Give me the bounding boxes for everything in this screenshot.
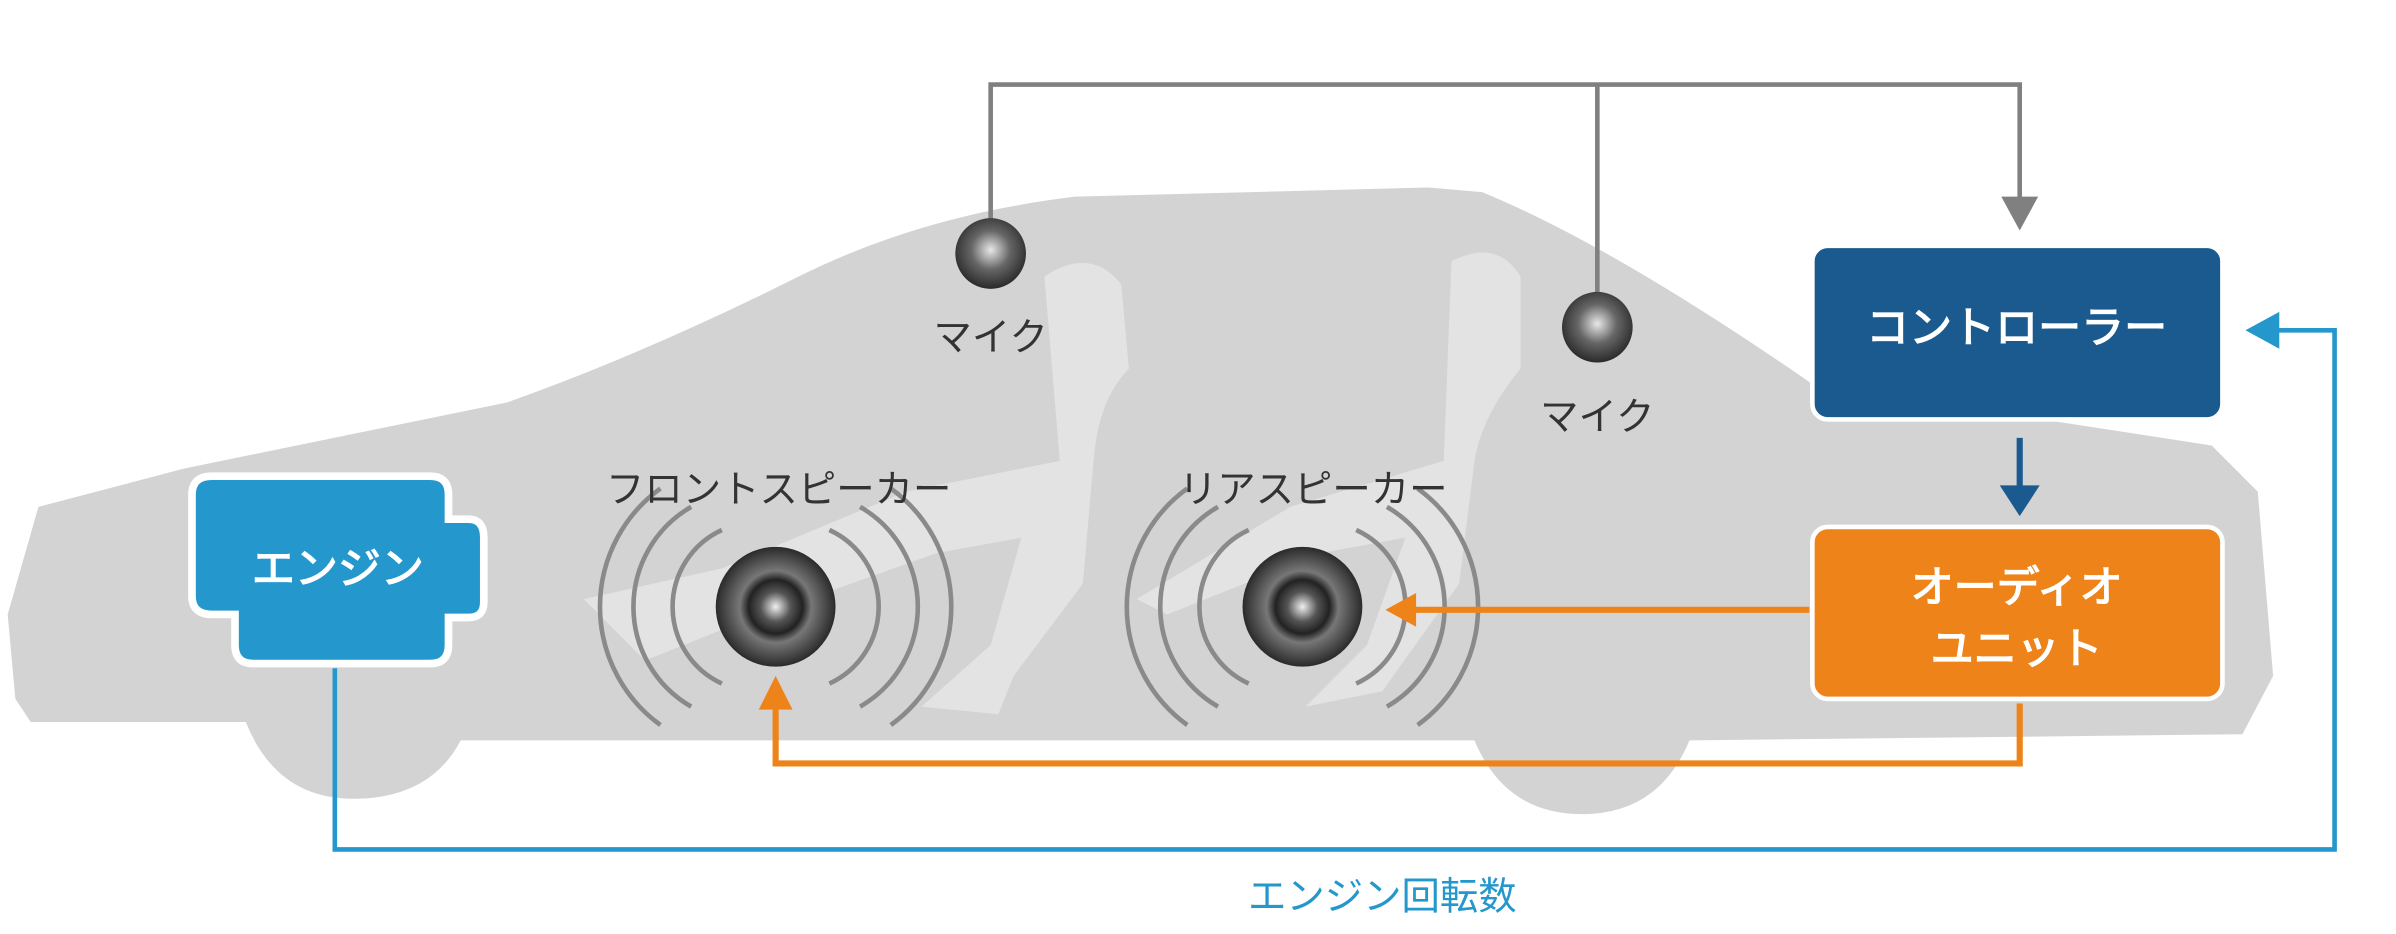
front-speaker-arrowhead xyxy=(758,675,793,710)
front-speaker-icon xyxy=(715,546,836,667)
mic-signal-lines xyxy=(988,82,2023,295)
front-speaker-waves xyxy=(597,486,954,727)
audio-unit-label-line1: オーディオ xyxy=(1911,563,2123,613)
rear-speaker-arrowhead xyxy=(1385,592,1417,627)
mic-rear-label: マイク xyxy=(1540,395,1654,440)
rear-speaker-label: リアスピーカー xyxy=(1179,467,1448,512)
mic-arrowhead xyxy=(2001,196,2039,231)
engine-rpm-label: エンジン回転数 xyxy=(1248,874,1517,919)
controller-box xyxy=(1810,243,2225,422)
engine-label: エンジン xyxy=(252,545,424,595)
mic-front-icon xyxy=(955,218,1026,289)
mic-rear-icon xyxy=(1562,291,1633,363)
controller-label: コントローラー xyxy=(1866,304,2167,354)
engine-block xyxy=(188,472,488,668)
audio-unit-box xyxy=(1810,524,2225,702)
engine-rpm-line xyxy=(332,328,2337,852)
rear-speaker-icon xyxy=(1242,546,1363,667)
engine-rpm-arrowhead xyxy=(2245,311,2280,349)
controller-to-audio-arrowhead xyxy=(1999,485,2040,517)
mic-front-label: マイク xyxy=(933,315,1047,360)
front-speaker-label: フロントスピーカー xyxy=(606,467,951,512)
audio-output-lines xyxy=(772,606,2023,767)
audio-unit-label-line2: ユニット xyxy=(1931,625,2103,675)
